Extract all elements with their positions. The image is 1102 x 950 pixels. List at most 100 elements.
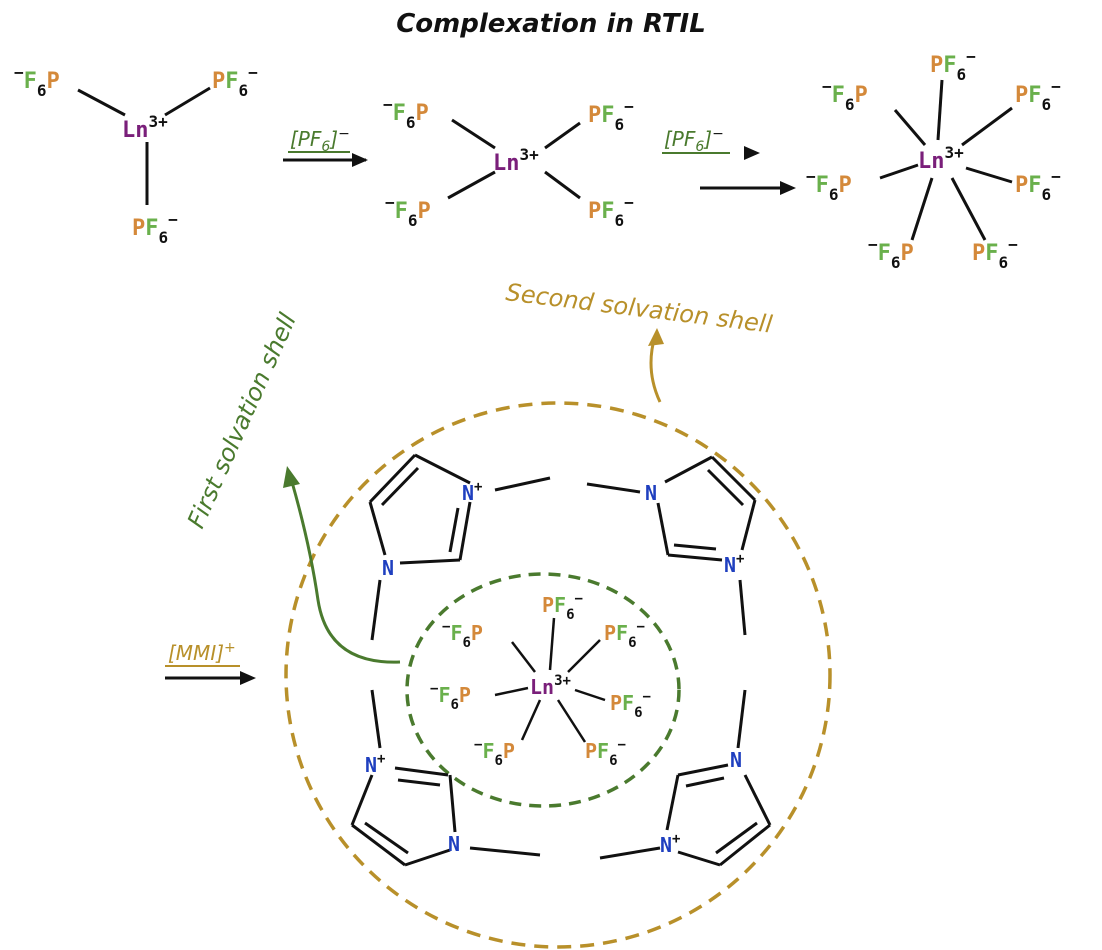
phosphorus-label: P: [132, 216, 145, 241]
central-complex: Ln3+ PF6− −F6P PF6− −F6P PF6− −F6P PF6−: [430, 591, 651, 769]
svg-text:PF6−: PF6−: [212, 63, 258, 100]
nitrogen-label: N: [462, 481, 474, 505]
svg-text:−F6P: −F6P: [442, 619, 483, 651]
phosphorus-label: P: [418, 199, 431, 224]
nitrogen-label: N: [645, 481, 657, 505]
minus-sign: −: [575, 591, 583, 607]
minus-sign: −: [474, 737, 482, 753]
ln-charge: 3+: [520, 145, 540, 164]
minus-sign: −: [822, 77, 832, 96]
nitrogen-label: N: [382, 556, 394, 580]
fluorine-label: F: [395, 199, 408, 224]
minus-sign: −: [1008, 235, 1018, 254]
subscript-six: 6: [634, 705, 642, 721]
minus-sign: −: [1051, 77, 1061, 96]
svg-text:[MMI]+: [MMI]+: [168, 640, 236, 665]
minus-sign: −: [248, 63, 258, 82]
minus-sign: −: [868, 235, 878, 254]
subscript-six: 6: [406, 113, 416, 132]
phosphorus-label: P: [588, 103, 601, 128]
reagent-pf6-charge: −: [338, 126, 350, 142]
imidazolium-ring-top-right: N N+: [586, 455, 757, 636]
phosphorus-label: P: [1015, 173, 1028, 198]
first-shell-annotation: First solvation shell: [182, 309, 401, 664]
subscript-six: 6: [609, 753, 617, 769]
second-shell-annotation: Second solvation shell: [504, 278, 774, 403]
fluorine-label: F: [878, 241, 891, 266]
subscript-six: 6: [628, 635, 636, 651]
ln-label: Ln: [918, 149, 945, 174]
imidazolium-ring-bottom-left: N+ N: [350, 689, 541, 867]
svg-text:PF6−: PF6−: [972, 235, 1018, 272]
nitrogen-label: N: [730, 748, 742, 772]
phosphorus-label: P: [839, 173, 852, 198]
complex-seven-coordinate: Ln3+ PF6− −F6P PF6− −F6P PF6− −F6P PF6−: [806, 47, 1061, 272]
phosphorus-label: P: [416, 101, 429, 126]
nitrogen-label: N: [448, 832, 460, 856]
svg-text:N+: N+: [660, 831, 680, 857]
minus-sign: −: [624, 97, 634, 116]
subscript-six: 6: [494, 753, 502, 769]
reagent-mmi-label: [MMI]: [168, 641, 224, 665]
svg-text:PF6−: PF6−: [1015, 77, 1061, 114]
subscript-six: 6: [450, 697, 458, 713]
svg-text:Ln3+: Ln3+: [918, 143, 964, 174]
fluorine-label: F: [24, 69, 37, 94]
minus-sign: −: [442, 619, 450, 635]
svg-text:PF6−: PF6−: [1015, 167, 1061, 204]
positive-charge: +: [474, 479, 482, 495]
fluorine-label: F: [225, 69, 238, 94]
svg-text:−F6P: −F6P: [822, 77, 868, 114]
svg-text:−F6P: −F6P: [14, 63, 60, 100]
subscript-six: 6: [891, 253, 901, 272]
phosphorus-label: P: [47, 69, 60, 94]
svg-text:Ln3+: Ln3+: [122, 112, 168, 143]
reagent-pf6-label: [PF: [664, 127, 696, 151]
svg-text:PF6−: PF6−: [585, 737, 626, 769]
first-solvation-shell-ellipse: [405, 572, 681, 808]
minus-sign: −: [430, 681, 438, 697]
subscript-six: 6: [408, 211, 418, 230]
fluorine-label: F: [1028, 83, 1041, 108]
reagent-pf6-close: ]: [703, 127, 712, 151]
first-shell-label: First solvation shell: [182, 309, 302, 533]
minus-sign: −: [383, 95, 393, 114]
minus-sign: −: [1051, 167, 1061, 186]
phosphorus-label: P: [610, 691, 622, 715]
svg-text:PF6−: PF6−: [588, 97, 634, 134]
phosphorus-label: P: [459, 683, 471, 707]
fluorine-label: F: [601, 199, 614, 224]
svg-text:[PF6]−: [PF6]−: [290, 126, 350, 155]
subscript-six: 6: [1042, 185, 1052, 204]
fluorine-label: F: [985, 241, 998, 266]
ln-charge: 3+: [945, 143, 965, 162]
svg-text:N+: N+: [365, 751, 385, 777]
nitrogen-label: N: [365, 753, 377, 777]
minus-sign: −: [624, 193, 634, 212]
minus-sign: −: [14, 63, 24, 82]
minus-sign: −: [385, 193, 395, 212]
minus-sign: −: [637, 619, 645, 635]
subscript-six: 6: [615, 211, 625, 230]
svg-text:−F6P: −F6P: [868, 235, 914, 272]
ln-label: Ln: [122, 118, 149, 143]
reaction-arrow-2: [PF6]−: [662, 126, 796, 195]
svg-text:−F6P: −F6P: [430, 681, 471, 713]
phosphorus-label: P: [588, 199, 601, 224]
reagent-pf6-sub: 6: [321, 139, 330, 155]
reaction-arrow-mmi: [MMI]+: [165, 640, 256, 685]
ln-label: Ln: [530, 675, 554, 699]
fluorine-label: F: [616, 621, 628, 645]
fluorine-label: F: [554, 593, 566, 617]
reagent-pf6-sub: 6: [695, 139, 704, 155]
reaction-arrow-1: [PF6]−: [283, 126, 368, 167]
svg-text:−F6P: −F6P: [383, 95, 429, 132]
subscript-six: 6: [462, 635, 470, 651]
svg-text:−F6P: −F6P: [474, 737, 515, 769]
fluorine-label: F: [393, 101, 406, 126]
subscript-six: 6: [566, 607, 574, 623]
subscript-six: 6: [957, 65, 967, 84]
svg-text:PF6−: PF6−: [542, 591, 583, 623]
subscript-six: 6: [37, 81, 47, 100]
fluorine-label: F: [832, 83, 845, 108]
